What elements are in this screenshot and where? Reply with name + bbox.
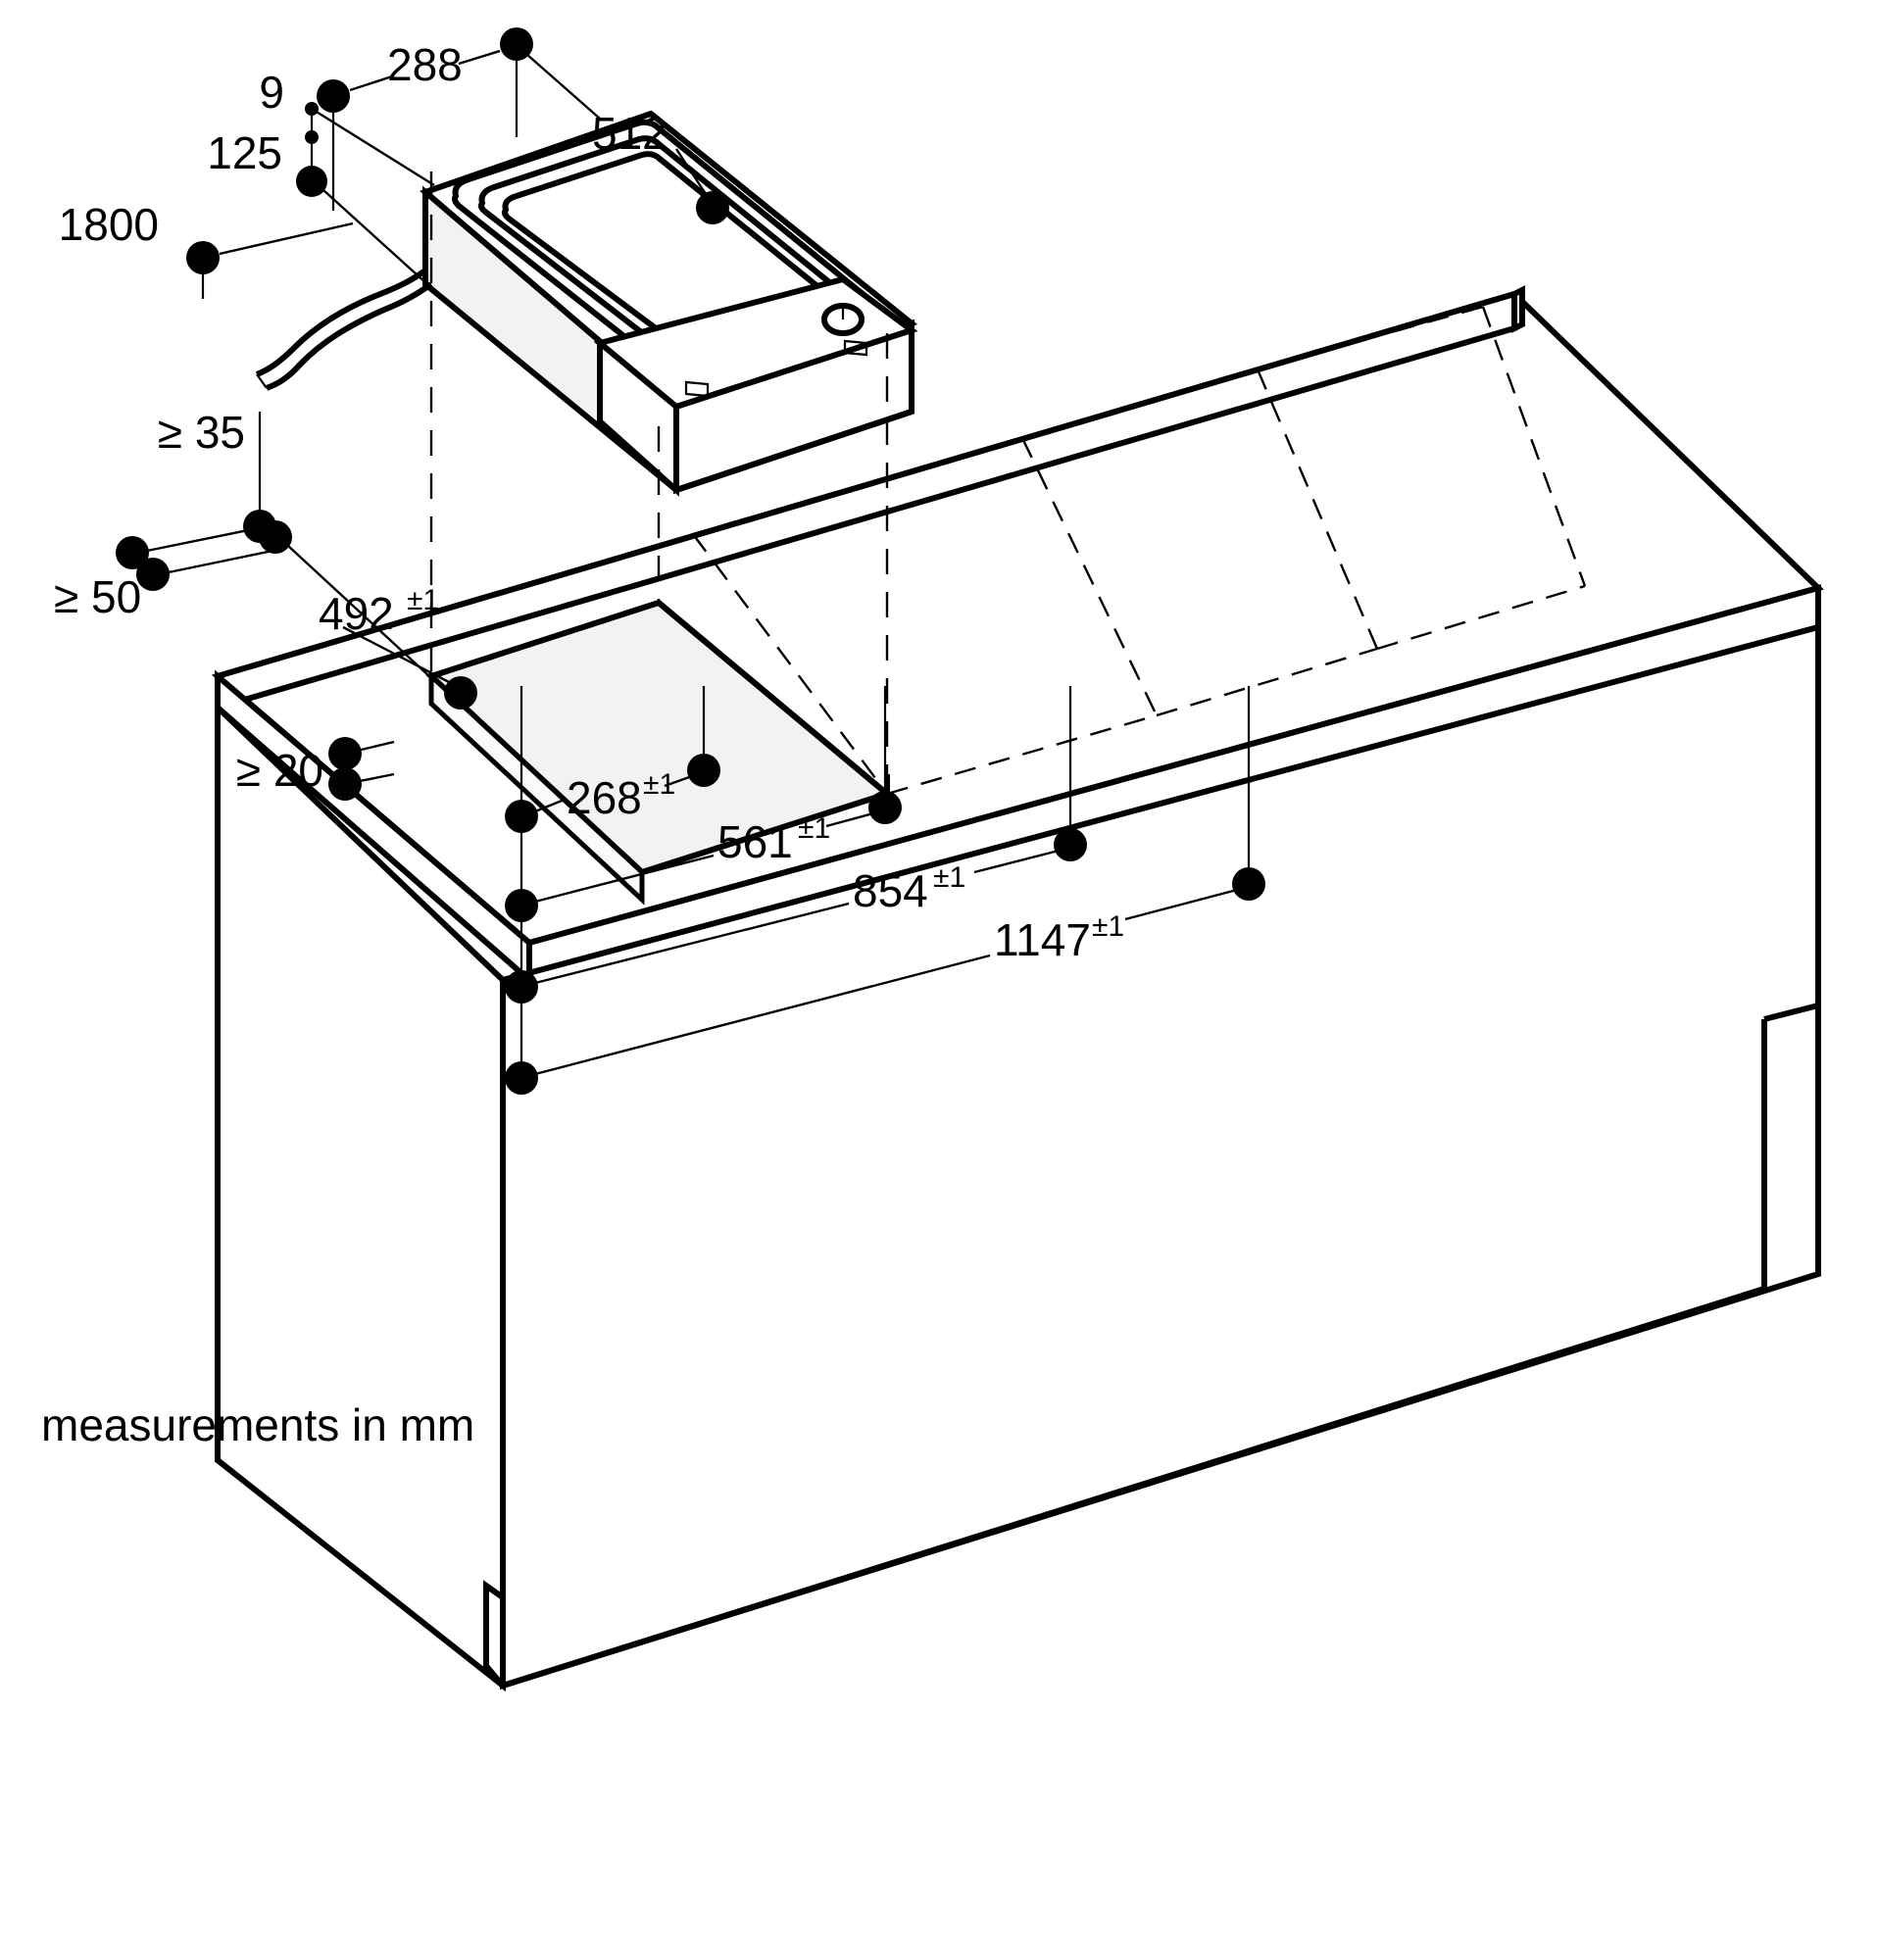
dim-lead-288b bbox=[349, 74, 393, 92]
dim-lead-854a bbox=[534, 902, 850, 985]
dimension-492: 492 ±1 bbox=[259, 520, 477, 710]
dim-dot-492a bbox=[259, 520, 292, 554]
dimension-min-20: ≥ 20 bbox=[236, 737, 395, 801]
dim-tolerance-492: ±1 bbox=[407, 584, 439, 616]
dim-dot-492b bbox=[444, 676, 477, 710]
dim-dot-268b bbox=[687, 754, 720, 787]
dim-dot-512 bbox=[696, 191, 729, 224]
dim-dot-1800 bbox=[186, 241, 220, 274]
base-cabinet bbox=[215, 623, 1821, 1692]
dim-label-min20: ≥ 20 bbox=[236, 745, 323, 796]
worktop-upstand-rear bbox=[1511, 285, 1525, 333]
dim-label-512: 512 bbox=[592, 108, 667, 159]
module-bottom-rim bbox=[675, 409, 913, 493]
dim-lead-512a bbox=[525, 53, 601, 120]
teppanyaki-module bbox=[255, 110, 918, 497]
dim-lead-492b bbox=[342, 625, 452, 685]
dashed-module-4-bottom bbox=[1376, 584, 1586, 651]
dim-lead-268b bbox=[664, 774, 693, 788]
dim-lead-min20b bbox=[344, 772, 395, 786]
dim-label-min35: ≥ 35 bbox=[158, 407, 245, 458]
dim-lead-125 bbox=[322, 189, 439, 295]
dim-tolerance-854: ±1 bbox=[933, 861, 965, 894]
dim-label-561: 561 bbox=[717, 816, 793, 867]
dim-lead-min20a bbox=[344, 740, 395, 756]
dimension-125: 125 bbox=[207, 116, 439, 295]
projection-lines bbox=[429, 172, 889, 794]
dim-dot-1147b bbox=[1232, 867, 1265, 901]
dim-lead-561b bbox=[825, 811, 874, 828]
dimension-9: 9 bbox=[259, 67, 435, 187]
dim-dot-min50b bbox=[136, 558, 170, 591]
cabinet-plinth-bottom bbox=[502, 1286, 1765, 1689]
dim-dot-min50a bbox=[116, 536, 149, 569]
dimension-854: 854 ±1 bbox=[505, 686, 1087, 1004]
dashed-module-3-bottom bbox=[1156, 647, 1378, 717]
dim-label-268: 268 bbox=[567, 772, 642, 823]
dim-label-492: 492 bbox=[319, 588, 394, 639]
dim-label-min50: ≥ 50 bbox=[54, 571, 141, 622]
dim-lead-561a bbox=[534, 854, 715, 904]
cutout-rim bbox=[657, 600, 889, 797]
dimension-268: 268 ±1 bbox=[505, 686, 720, 833]
dim-dot-561b bbox=[868, 791, 902, 824]
dim-label-9: 9 bbox=[259, 67, 284, 118]
power-cable-edge bbox=[265, 281, 433, 391]
dashed-module-3-top bbox=[1021, 368, 1259, 440]
dim-lead-854b bbox=[973, 849, 1060, 874]
dashed-module-2-bottom bbox=[886, 713, 1158, 796]
dim-label-125: 125 bbox=[207, 127, 282, 178]
power-cable bbox=[255, 268, 427, 377]
dashed-module-5 bbox=[1481, 306, 1587, 587]
dim-lead-492a bbox=[287, 545, 430, 677]
dim-dot-125 bbox=[296, 166, 327, 197]
dim-lead-min50a bbox=[146, 525, 264, 553]
dim-dot-1147a bbox=[505, 1061, 538, 1095]
cabinet-plinth-notch bbox=[483, 1580, 506, 1688]
dashed-module-2 bbox=[692, 533, 888, 795]
dimension-1147: 1147 ±1 bbox=[505, 686, 1265, 1095]
dim-lead-9 bbox=[311, 107, 435, 187]
dim-lead-min50b bbox=[168, 547, 283, 574]
dim-lead-288a bbox=[458, 49, 501, 66]
measurements-caption: measurements in mm bbox=[41, 1399, 474, 1450]
dim-tolerance-561: ±1 bbox=[798, 812, 830, 845]
dim-lead-1800 bbox=[219, 221, 354, 256]
cabinet-plinth-top-right bbox=[1763, 1003, 1819, 1022]
dim-lead-1147b bbox=[1124, 888, 1238, 921]
dim-tolerance-1147: ±1 bbox=[1092, 910, 1124, 943]
dashed-module-2-top bbox=[692, 436, 1023, 536]
dim-label-288: 288 bbox=[387, 39, 463, 90]
dim-lead-268a bbox=[534, 797, 568, 813]
dim-lead-1147a bbox=[534, 954, 991, 1076]
dimension-512: 512 bbox=[525, 53, 729, 224]
dashed-module-3 bbox=[1020, 437, 1159, 716]
cabinet-front-panel bbox=[500, 623, 1821, 1690]
dim-label-854: 854 bbox=[853, 865, 928, 916]
module-connector-left bbox=[684, 380, 710, 398]
dim-dot-288b bbox=[317, 79, 350, 113]
worktop-left-ledge bbox=[217, 707, 530, 981]
dimension-1800: 1800 bbox=[59, 199, 354, 299]
cutout-wall-left bbox=[428, 670, 645, 906]
dim-dot-854b bbox=[1054, 828, 1087, 861]
module-connector-right bbox=[843, 339, 868, 357]
dim-label-1147: 1147 bbox=[994, 914, 1091, 965]
dim-tolerance-268: ±1 bbox=[643, 768, 675, 801]
dim-lead-512b bbox=[674, 148, 708, 195]
dim-label-1800: 1800 bbox=[59, 199, 159, 250]
dashed-module-4 bbox=[1256, 368, 1379, 650]
additional-module-outlines bbox=[692, 305, 1587, 796]
power-cable-end bbox=[256, 373, 268, 389]
dimension-288: 288 bbox=[317, 27, 533, 211]
dimension-min-50: ≥ 50 bbox=[54, 525, 283, 622]
dimension-min-35: ≥ 35 bbox=[158, 407, 276, 543]
dim-dot-288a bbox=[500, 27, 533, 61]
control-knob[interactable] bbox=[821, 303, 865, 336]
dashed-module-4-top bbox=[1257, 305, 1484, 371]
